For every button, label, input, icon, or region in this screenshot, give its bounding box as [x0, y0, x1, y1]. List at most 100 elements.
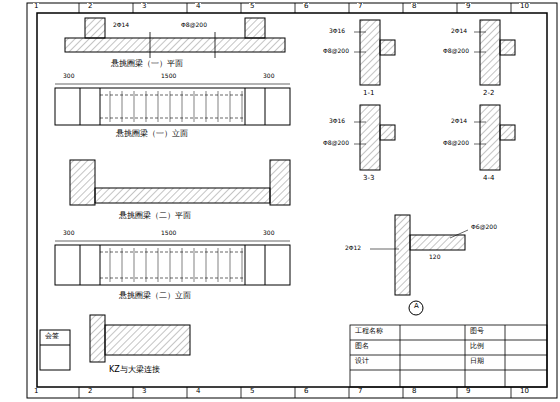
- drawing-stroke: [350, 370, 547, 371]
- drawing-stroke: [350, 325, 547, 387]
- drawing-label: KZ与大梁连接: [108, 366, 161, 375]
- drawing-label: 1500: [160, 73, 177, 80]
- column: [90, 315, 105, 362]
- grid-tick: [349, 3, 350, 13]
- stirrup: [206, 91, 207, 122]
- grid-tick: [241, 3, 242, 13]
- drawing-label: 300: [62, 230, 75, 237]
- grid-number: 5: [249, 388, 255, 396]
- drawing-label: 2-2: [482, 90, 495, 98]
- title-block-text: 会签: [44, 333, 60, 341]
- grid-tick: [511, 387, 512, 398]
- drawing-label: 1500: [160, 230, 177, 237]
- column: [270, 160, 290, 205]
- title-block-text: 设计: [354, 358, 370, 366]
- beam: [55, 245, 290, 285]
- grid-number: 9: [465, 3, 471, 11]
- stirrups: [110, 91, 242, 282]
- drawing-label: 悬挑圈梁（二）平面: [118, 212, 192, 221]
- drawing-label: 300: [262, 73, 275, 80]
- drawing-stroke: [265, 245, 266, 285]
- grid-tick: [349, 387, 350, 398]
- drawing-label: 300: [262, 230, 275, 237]
- grid-number: 3: [141, 388, 147, 396]
- stirrup: [170, 248, 171, 282]
- grid-number: 8: [411, 3, 417, 11]
- drawing-label: 2Φ14: [450, 118, 468, 125]
- elevation-two: [55, 241, 290, 285]
- dimension-line: [55, 241, 290, 242]
- title-block-text: 日期: [469, 358, 485, 366]
- grid-number: 3: [141, 3, 147, 11]
- plan-two: [70, 160, 290, 205]
- drawing-label: 2Φ12: [344, 245, 362, 252]
- grid-number: 9: [465, 388, 471, 396]
- column: [85, 18, 105, 38]
- stirrup: [110, 91, 111, 122]
- beam: [105, 325, 190, 355]
- title-block: [350, 325, 547, 387]
- drawing-label: Φ8@200: [442, 140, 470, 147]
- grid-number: 10: [519, 388, 530, 396]
- drawing-stroke: [265, 88, 266, 125]
- stirrup: [158, 248, 159, 282]
- stirrup: [122, 91, 123, 122]
- drawing-stroke: [505, 325, 506, 387]
- plan-one: [65, 18, 285, 52]
- drawing-stroke: [350, 355, 547, 356]
- drawing-label: 1-1: [362, 90, 375, 98]
- drawing-stroke: [474, 122, 486, 123]
- grid-tick: [403, 3, 404, 13]
- grid-number: 6: [303, 3, 309, 11]
- grid-number: 6: [303, 388, 309, 396]
- grid-tick: [79, 3, 80, 13]
- drawing-label: Φ6@200: [470, 224, 498, 231]
- title-block-text: 工程名称: [354, 328, 384, 336]
- drawing-stroke: [80, 245, 81, 285]
- stirrup: [146, 248, 147, 282]
- stirrup: [218, 248, 219, 282]
- kz-detail: [90, 315, 190, 362]
- grid-number: 7: [357, 388, 363, 396]
- drawing-stroke: [350, 340, 547, 341]
- grid-number: 7: [357, 3, 363, 11]
- grid-ticks: [79, 3, 511, 398]
- dimension-line: [55, 84, 290, 85]
- drawing-label: 3-3: [362, 175, 375, 183]
- drawing-stroke: [354, 32, 366, 33]
- drawing-stroke: [465, 325, 466, 387]
- drawing-label: 3Φ16: [328, 28, 346, 35]
- drawing-stroke: [380, 40, 395, 55]
- drawing-stroke: [474, 32, 486, 33]
- stirrup: [182, 248, 183, 282]
- outer-frame: [27, 3, 557, 398]
- detail-marker: [409, 301, 423, 315]
- drawing-stroke: [80, 88, 81, 125]
- stirrup: [158, 91, 159, 122]
- drawing-stroke: [100, 88, 101, 125]
- grid-number: 10: [519, 3, 530, 11]
- grid-tick: [241, 387, 242, 398]
- drawing-label: 4-4: [482, 175, 495, 183]
- grid-number: 1: [33, 388, 39, 396]
- column: [245, 18, 265, 38]
- drawing-stroke: [480, 105, 500, 170]
- grid-number: 4: [195, 388, 201, 396]
- drawing-stroke: [354, 122, 366, 123]
- grid-tick: [295, 3, 296, 13]
- drawing-stroke: [360, 105, 380, 170]
- stirrup: [134, 91, 135, 122]
- drawing-stroke: [354, 52, 366, 53]
- detail-a: [395, 215, 465, 295]
- drawing-label: 2Φ14: [112, 22, 130, 29]
- grid-tick: [457, 387, 458, 398]
- grid-tick: [403, 387, 404, 398]
- sign-box: [40, 330, 70, 370]
- drawing-stroke: [245, 88, 246, 125]
- drawing-stroke: [354, 144, 366, 145]
- stirrup: [110, 248, 111, 282]
- slab: [95, 188, 270, 203]
- drawing-stroke: [27, 3, 557, 398]
- inner-frame: [37, 13, 547, 387]
